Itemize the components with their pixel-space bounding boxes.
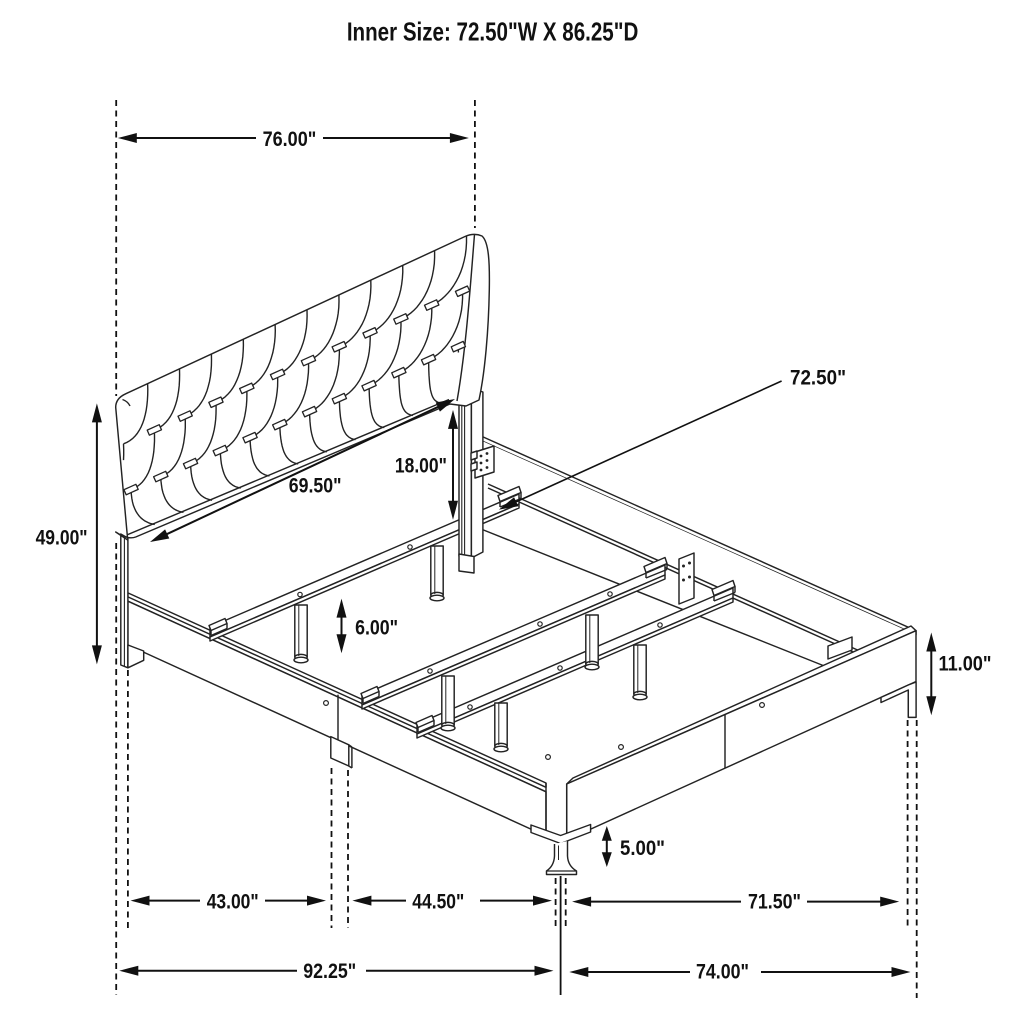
svg-text:72.50": 72.50" <box>790 367 846 390</box>
svg-text:69.50": 69.50" <box>289 475 342 498</box>
svg-text:11.00": 11.00" <box>939 653 992 676</box>
svg-text:71.50": 71.50" <box>748 890 801 913</box>
svg-text:Inner Size: 72.50"W X 86.25"D: Inner Size: 72.50"W X 86.25"D <box>347 16 639 46</box>
svg-text:6.00": 6.00" <box>355 617 398 640</box>
svg-text:92.25": 92.25" <box>303 960 356 983</box>
svg-text:76.00": 76.00" <box>263 128 317 151</box>
svg-text:44.50": 44.50" <box>412 890 464 913</box>
svg-text:74.00": 74.00" <box>696 961 749 984</box>
svg-text:49.00": 49.00" <box>36 527 88 550</box>
svg-text:5.00": 5.00" <box>620 837 665 860</box>
svg-text:43.00": 43.00" <box>207 890 259 913</box>
svg-text:18.00": 18.00" <box>395 454 447 477</box>
